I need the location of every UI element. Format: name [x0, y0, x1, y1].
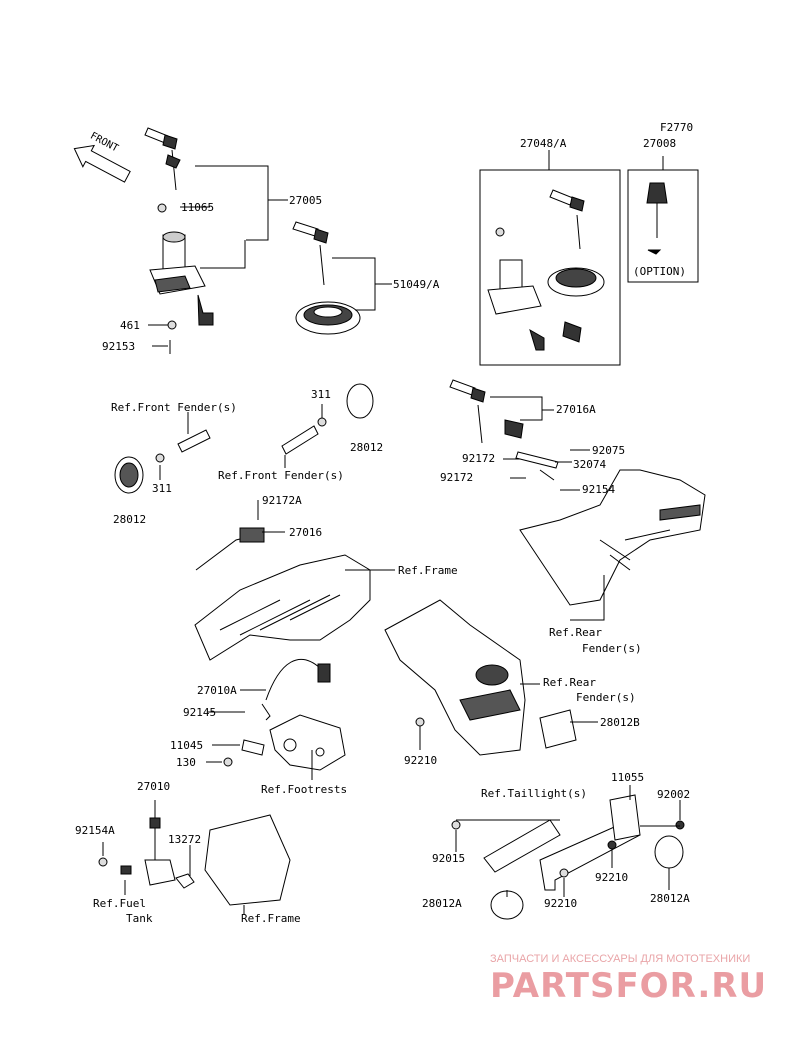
ref-rear-fender-b1[interactable]: Ref.Rear — [543, 676, 596, 689]
ignition-key-set — [144, 127, 181, 191]
part-92145[interactable]: 92145 — [183, 706, 217, 719]
kit-parts — [487, 189, 605, 351]
part-92210-b[interactable]: 92210 — [595, 871, 629, 884]
ref-front-fender-b[interactable]: Ref.Front Fender(s) — [218, 469, 344, 482]
front-fender-reflectors — [114, 383, 374, 494]
part-51049A[interactable]: 51049/A — [393, 278, 440, 291]
fuel-sensor — [98, 814, 291, 906]
ignition-switch — [149, 203, 214, 354]
rear-lock-set — [449, 379, 559, 481]
ref-taillight[interactable]: Ref.Taillight(s) — [481, 787, 587, 800]
ref-footrests[interactable]: Ref.Footrests — [261, 783, 348, 796]
footrest-bracket — [269, 714, 346, 771]
part-92153[interactable]: 92153 — [102, 340, 136, 353]
part-311-b[interactable]: 311 — [152, 482, 172, 495]
part-92002[interactable]: 92002 — [657, 788, 691, 801]
kit-27048-box — [479, 169, 621, 366]
part-27008[interactable]: 27008 — [643, 137, 677, 150]
ref-frame-b[interactable]: Ref.Frame — [241, 912, 301, 925]
part-32074[interactable]: 32074 — [573, 458, 607, 471]
part-92172-a[interactable]: 92172 — [462, 452, 496, 465]
part-27010A[interactable]: 27010A — [197, 684, 237, 697]
fuel-cap-set — [292, 221, 361, 335]
part-27010[interactable]: 27010 — [137, 780, 171, 793]
part-92075[interactable]: 92075 — [592, 444, 626, 457]
ref-rear-fender-a2[interactable]: Fender(s) — [582, 642, 642, 655]
front-arrow — [73, 144, 131, 183]
ref-frame-a[interactable]: Ref.Frame — [398, 564, 458, 577]
figure-code: F2770 — [660, 121, 694, 134]
part-27048A[interactable]: 27048/A — [520, 137, 567, 150]
part-130[interactable]: 130 — [176, 756, 196, 769]
part-92210-c[interactable]: 92210 — [544, 897, 578, 910]
license-bracket — [451, 794, 685, 920]
option-label: (OPTION) — [633, 265, 686, 278]
part-28012B[interactable]: 28012B — [600, 716, 640, 729]
ref-rear-fender-a1[interactable]: Ref.Rear — [549, 626, 602, 639]
watermark-tagline: ЗАПЧАСТИ И АКСЕССУАРЫ ДЛЯ МОТОТЕХНИКИ — [490, 953, 751, 965]
part-11045[interactable]: 11045 — [170, 739, 204, 752]
rear-fender-assembly — [519, 469, 706, 606]
part-27016A[interactable]: 27016A — [556, 403, 596, 416]
watermark-brand: PARTSFOR.RU — [490, 966, 768, 1006]
rear-fender-center — [384, 599, 577, 756]
part-28012-b[interactable]: 28012 — [113, 513, 147, 526]
part-92172-b[interactable]: 92172 — [440, 471, 474, 484]
part-92172A[interactable]: 92172A — [262, 494, 302, 507]
sidestand-switch — [223, 658, 331, 767]
part-92154[interactable]: 92154 — [582, 483, 616, 496]
part-92015[interactable]: 92015 — [432, 852, 466, 865]
part-11055[interactable]: 11055 — [611, 771, 645, 784]
ref-front-fender-a[interactable]: Ref.Front Fender(s) — [111, 401, 237, 414]
option-key — [646, 182, 668, 255]
part-92210-a[interactable]: 92210 — [404, 754, 438, 767]
part-461[interactable]: 461 — [120, 319, 140, 332]
part-11065[interactable]: 11065 — [181, 201, 215, 214]
part-28012A-b[interactable]: 28012A — [650, 892, 690, 905]
part-27005[interactable]: 27005 — [289, 194, 323, 207]
part-28012A-a[interactable]: 28012A — [422, 897, 462, 910]
part-28012-a[interactable]: 28012 — [350, 441, 384, 454]
ref-rear-fender-b2[interactable]: Fender(s) — [576, 691, 636, 704]
frame-assembly — [194, 527, 371, 661]
part-13272[interactable]: 13272 — [168, 833, 202, 846]
part-92154A[interactable]: 92154A — [75, 824, 115, 837]
part-27016[interactable]: 27016 — [289, 526, 323, 539]
ref-fuel-tank-1[interactable]: Ref.Fuel — [93, 897, 146, 910]
ref-fuel-tank-2[interactable]: Tank — [126, 912, 153, 925]
part-311-a[interactable]: 311 — [311, 388, 331, 401]
